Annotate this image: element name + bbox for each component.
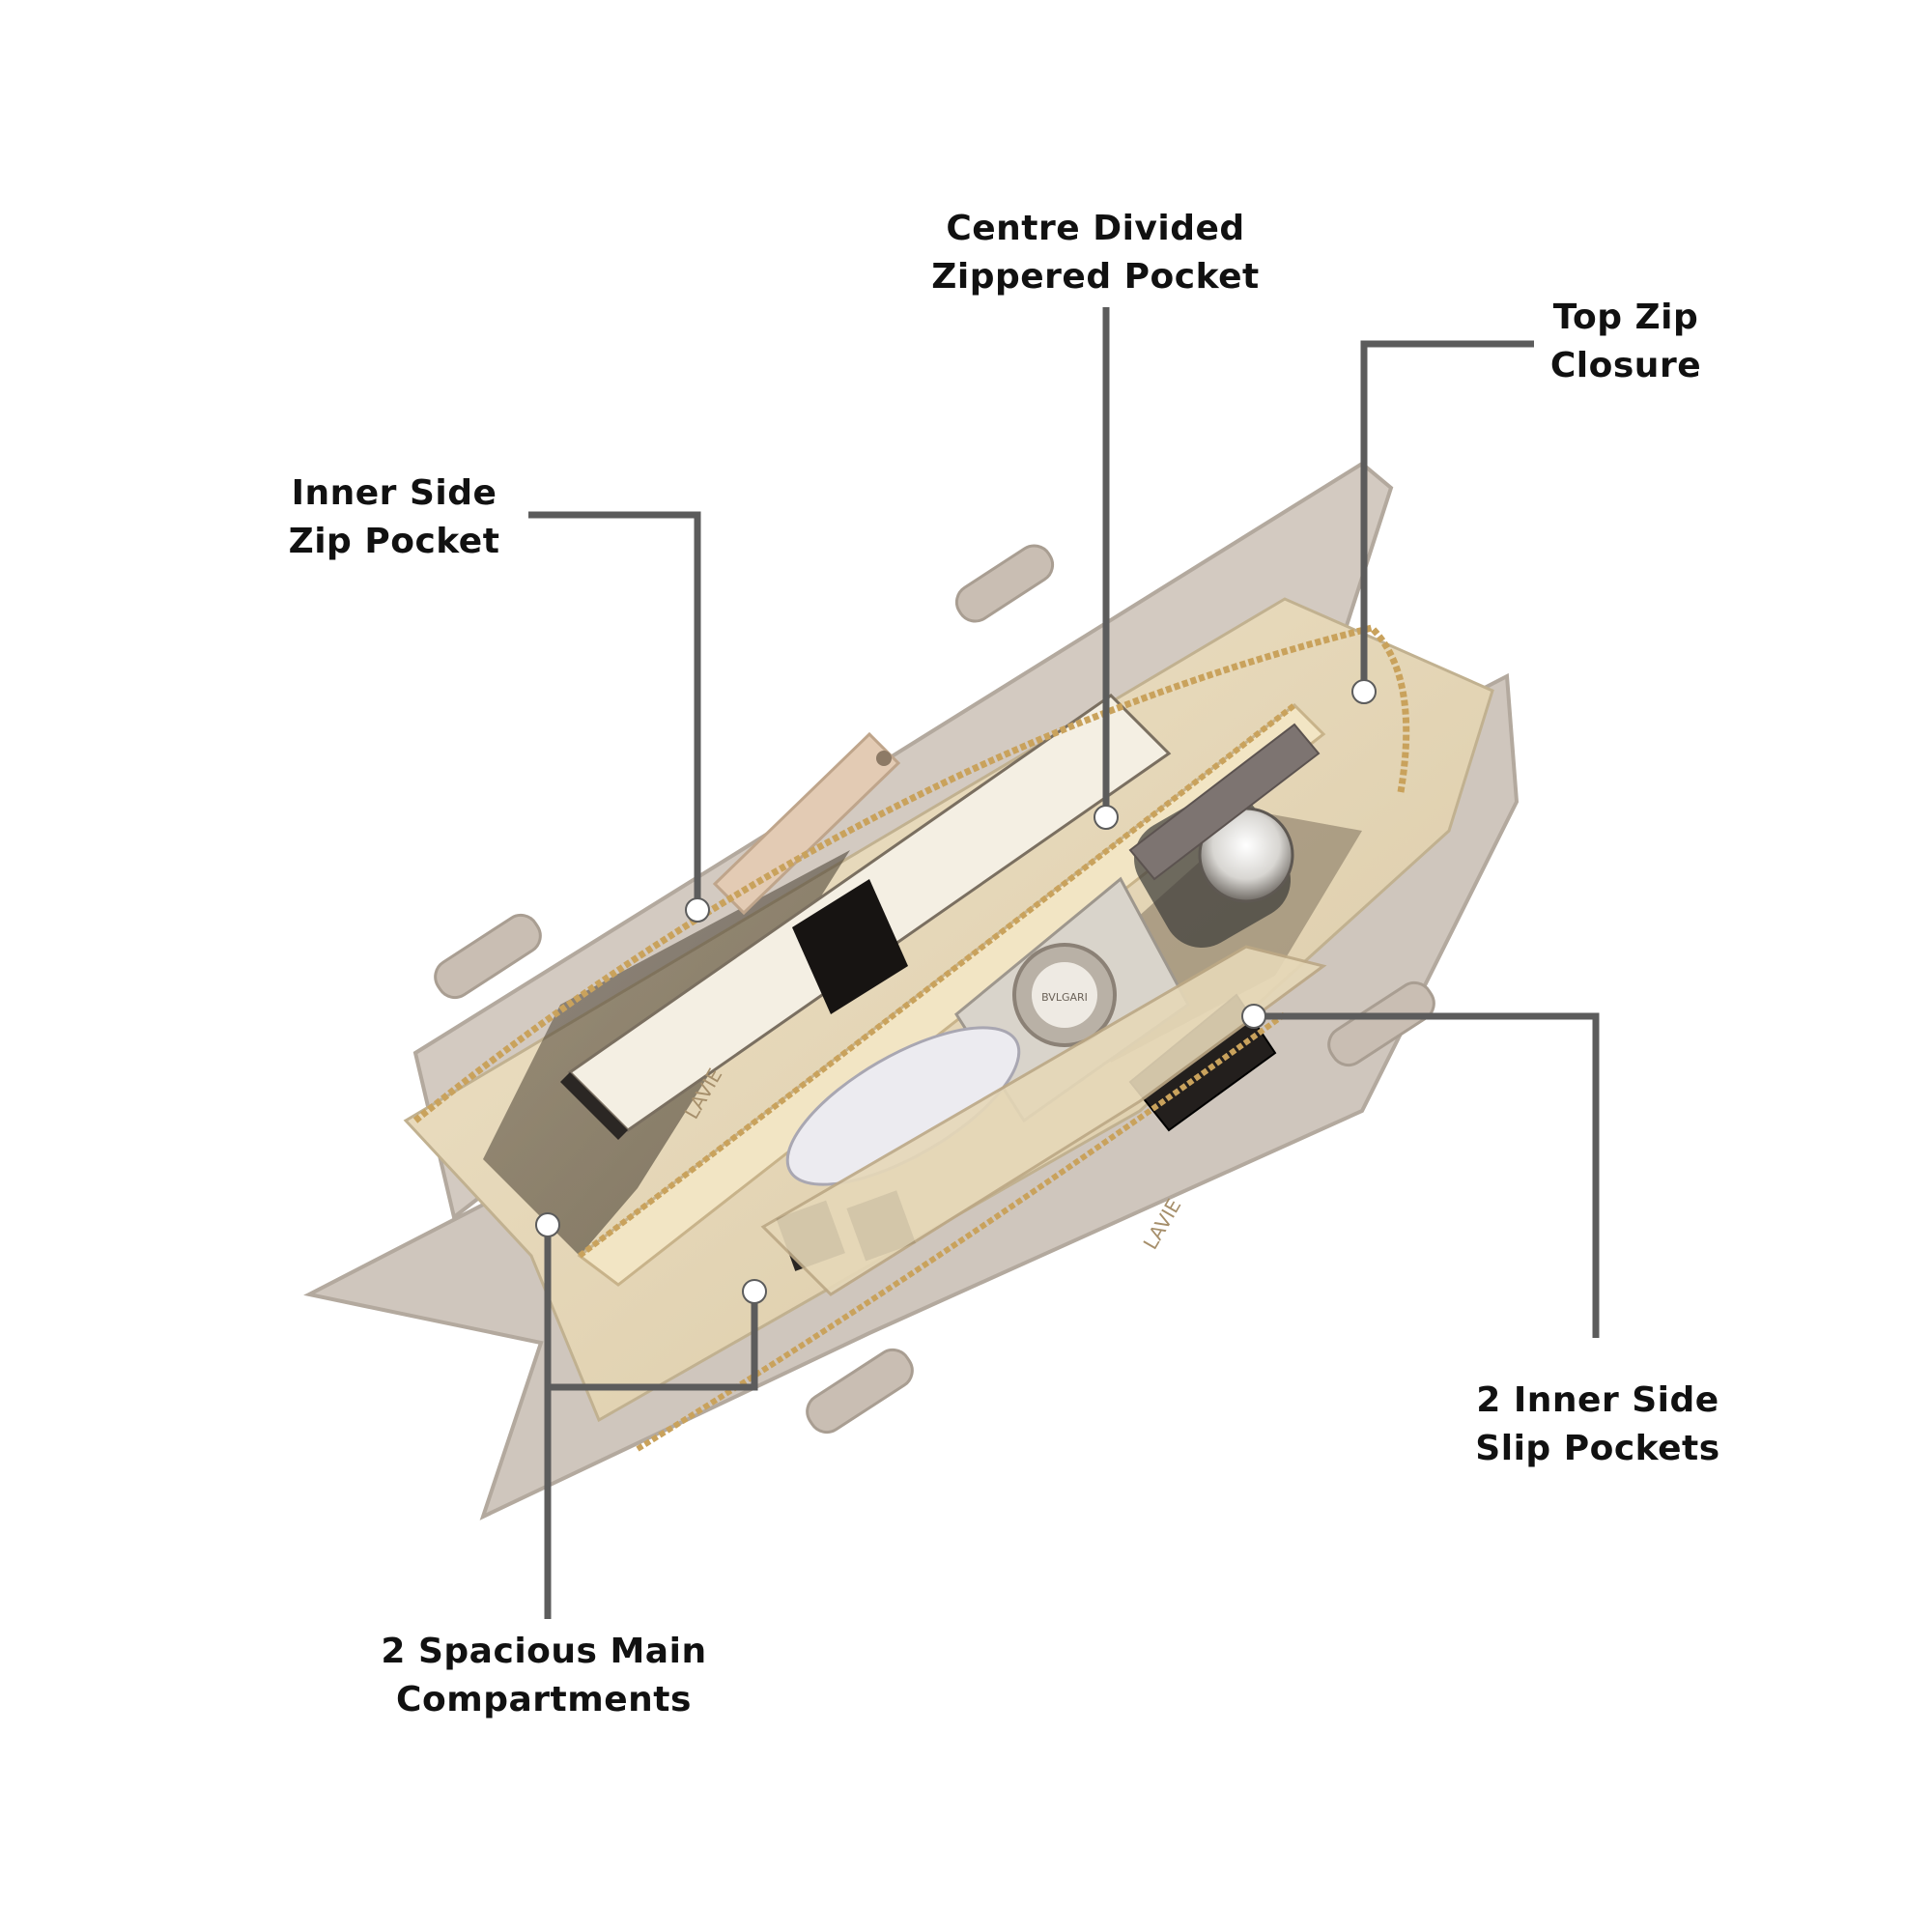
label-line: Compartments bbox=[396, 1680, 692, 1719]
label-centre-divided-zippered-pocket: Centre Divided Zippered Pocket bbox=[873, 205, 1318, 301]
callout-dot-topzip bbox=[1351, 679, 1377, 704]
leader-line-inner bbox=[528, 511, 701, 910]
star-print-case bbox=[1128, 723, 1321, 881]
callout-dot-centre bbox=[1094, 805, 1119, 830]
slip-pocket-panel bbox=[760, 945, 1327, 1296]
label-line: Zip Pocket bbox=[288, 522, 500, 561]
callout-dot-inner bbox=[685, 897, 710, 923]
callout-dots bbox=[535, 679, 1377, 1304]
perfume-brand-print: BVLGARI bbox=[1041, 991, 1088, 1004]
bag-handles bbox=[434, 544, 1435, 1435]
phone bbox=[712, 731, 901, 916]
callout-dot-main-right bbox=[742, 1279, 767, 1304]
notebook bbox=[560, 694, 1172, 1140]
label-spacious-main-compartments: 2 Spacious Main Compartments bbox=[322, 1628, 766, 1724]
leader-line-slip bbox=[1254, 1012, 1600, 1338]
label-inner-side-slip-pockets: 2 Inner Side Slip Pockets bbox=[1376, 1377, 1820, 1473]
label-line: Top Zip bbox=[1552, 298, 1699, 337]
label-line: Slip Pockets bbox=[1475, 1429, 1720, 1468]
label-line: 2 Spacious Main bbox=[381, 1632, 707, 1671]
leader-line-topzip bbox=[1360, 340, 1534, 692]
label-line: Zippered Pocket bbox=[931, 257, 1260, 297]
label-line: Centre Divided bbox=[946, 209, 1245, 248]
leader-lines bbox=[528, 307, 1600, 1619]
callout-dot-main-left bbox=[535, 1212, 560, 1237]
label-top-zip-closure: Top Zip Closure bbox=[1404, 294, 1848, 390]
label-line: Closure bbox=[1549, 346, 1702, 385]
label-line: 2 Inner Side bbox=[1476, 1380, 1719, 1420]
leader-line-main-branch bbox=[548, 1292, 758, 1391]
label-line: Inner Side bbox=[291, 473, 497, 513]
label-inner-side-zip-pocket: Inner Side Zip Pocket bbox=[172, 469, 616, 566]
callout-dot-slip bbox=[1241, 1004, 1266, 1029]
